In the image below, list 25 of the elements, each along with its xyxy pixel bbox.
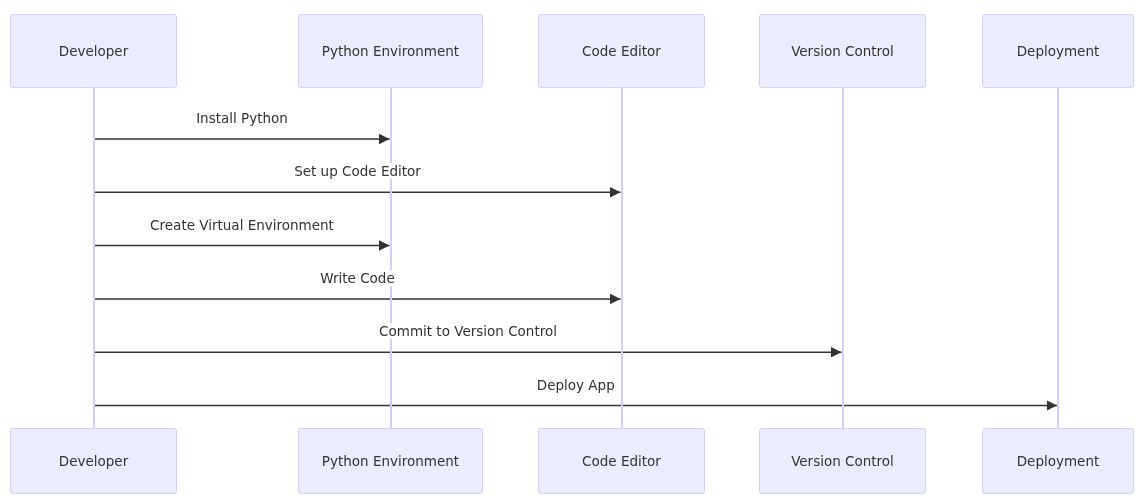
message-label: Install Python (194, 110, 290, 126)
message-label: Create Virtual Environment (148, 216, 336, 233)
participant-box: Version Control (759, 428, 926, 494)
message-label: Set up Code Editor (292, 163, 423, 180)
participant-box: Developer (10, 14, 177, 88)
participant-box: Deployment (982, 428, 1134, 494)
message-label: Commit to Version Control (377, 323, 559, 340)
lifeline (841, 88, 844, 428)
participant-box: Developer (10, 428, 177, 494)
participant-box: Python Environment (298, 428, 483, 494)
lifeline (92, 88, 95, 428)
participant-box: Version Control (759, 14, 926, 88)
message-label: Write Code (318, 269, 397, 286)
participant-box: Deployment (982, 14, 1134, 88)
participant-box: Code Editor (538, 14, 705, 88)
lifeline (1057, 88, 1059, 428)
message-arrow (93, 400, 1058, 411)
lifeline (620, 88, 623, 428)
message-arrow (93, 187, 622, 198)
message-arrow (93, 346, 843, 358)
message-arrow (93, 293, 622, 305)
participant-box: Python Environment (298, 14, 483, 88)
message-arrow (93, 133, 391, 145)
message-arrow (93, 240, 391, 251)
participant-box: Code Editor (538, 428, 705, 494)
